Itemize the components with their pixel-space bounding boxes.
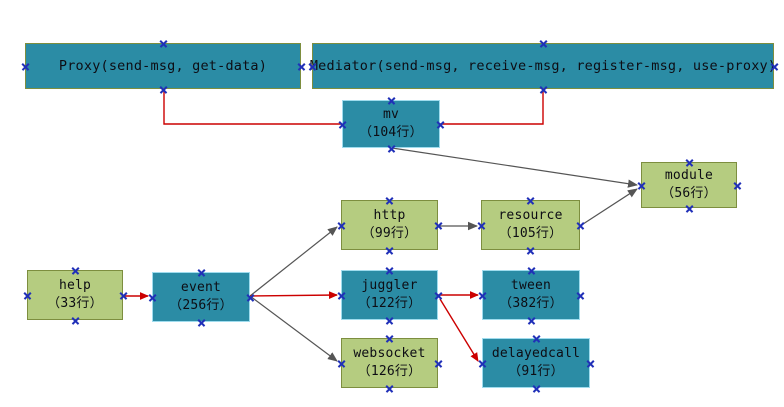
- edge-proxy-mv[interactable]: [163, 90, 342, 125]
- node-help-linecount: （33行）: [47, 296, 103, 311]
- edge-juggler-delayedcall[interactable]: [439, 298, 479, 362]
- node-resource-label: resource: [498, 208, 563, 224]
- node-module-label: module: [664, 168, 714, 184]
- node-mv[interactable]: mv （104行）: [342, 100, 440, 148]
- node-event-linecount: （256行）: [169, 298, 233, 313]
- node-proxy-label: Proxy(send-msg, get-data): [58, 57, 268, 74]
- node-event[interactable]: event （256行）: [152, 272, 250, 322]
- edge-event-http[interactable]: [249, 226, 338, 297]
- node-proxy[interactable]: Proxy(send-msg, get-data): [25, 43, 301, 89]
- node-tween-label: tween: [510, 278, 552, 294]
- node-resource[interactable]: resource （105行）: [481, 200, 580, 250]
- node-tween-linecount: （382行）: [499, 296, 563, 311]
- node-mediator[interactable]: Mediator(send-msg, receive-msg, register…: [309, 43, 777, 89]
- node-websocket-label: websocket: [353, 346, 426, 362]
- edge-mediator-mv[interactable]: [440, 90, 544, 125]
- node-juggler-linecount: （122行）: [357, 296, 422, 311]
- node-mediator-label: Mediator(send-msg, receive-msg, register…: [309, 57, 777, 74]
- node-tween[interactable]: tween （382行）: [482, 270, 580, 320]
- node-help[interactable]: help （33行）: [27, 270, 123, 320]
- node-mv-label: mv: [382, 107, 400, 123]
- node-delayedcall[interactable]: delayedcall （91行）: [482, 338, 590, 388]
- node-event-label: event: [180, 280, 222, 296]
- node-websocket-linecount: （126行）: [357, 364, 422, 379]
- node-mv-linecount: （104行）: [359, 125, 423, 140]
- node-module-linecount: （56行）: [661, 186, 717, 201]
- node-resource-linecount: （105行）: [498, 226, 563, 241]
- node-juggler-label: juggler: [361, 278, 418, 294]
- edge-event-websocket[interactable]: [249, 295, 338, 362]
- node-help-label: help: [58, 278, 92, 294]
- node-juggler[interactable]: juggler （122行）: [341, 270, 438, 320]
- node-delayedcall-label: delayedcall: [491, 346, 581, 362]
- node-delayedcall-linecount: （91行）: [508, 364, 564, 379]
- edge-mv-module[interactable]: [391, 147, 638, 188]
- node-http-linecount: （99行）: [361, 226, 418, 241]
- node-http-label: http: [373, 208, 406, 224]
- node-websocket[interactable]: websocket （126行）: [341, 338, 438, 388]
- edge-resource-module[interactable]: [579, 188, 638, 227]
- node-http[interactable]: http （99行）: [341, 200, 438, 250]
- edge-event-juggler[interactable]: [249, 291, 338, 299]
- node-module[interactable]: module （56行）: [641, 162, 737, 208]
